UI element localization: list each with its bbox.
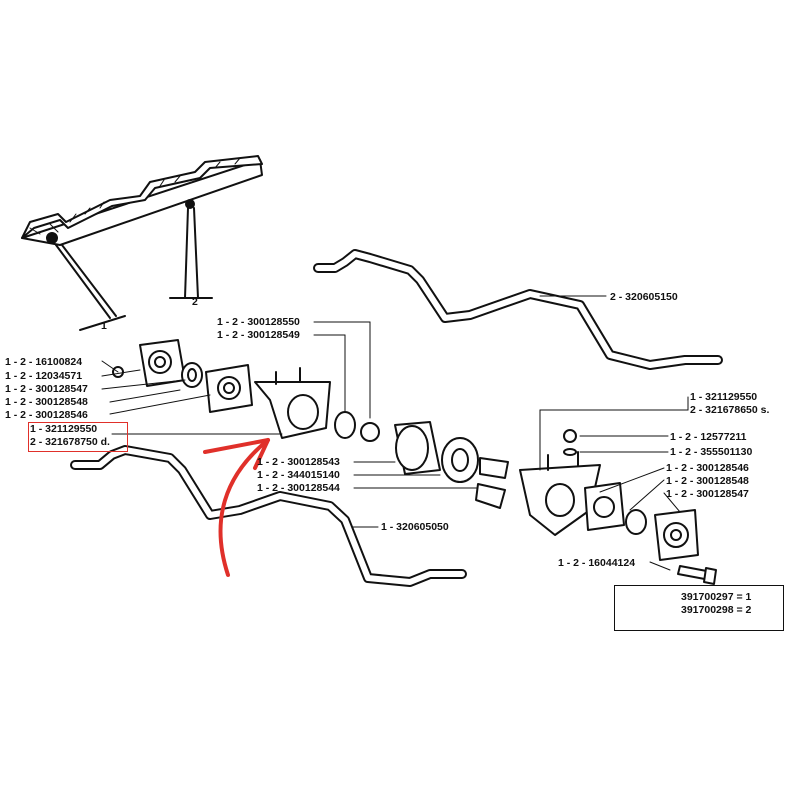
kit-legend-box: 391700297 = 1 391700298 = 2	[614, 585, 784, 631]
center-label-1: 1 - 2 - 300128543	[257, 456, 340, 468]
left-bearing-ring	[181, 362, 203, 388]
top-center-label-2: 1 - 2 - 300128549	[217, 329, 300, 341]
right-small-label-1: 1 - 2 - 12577211	[670, 431, 747, 443]
callout-line-1: 1 - 321129550	[30, 423, 98, 435]
mower-label-1: 1	[101, 320, 107, 332]
bolt	[677, 565, 717, 585]
right-label-1: 1 - 2 - 300128546	[666, 462, 749, 474]
left-label-2: 1 - 2 - 12034571	[5, 370, 83, 382]
kit-legend-line-1: 391700297 = 1	[681, 591, 752, 603]
right-support-bracket	[519, 429, 601, 536]
bolt-label: 1 - 2 - 16044124	[558, 557, 636, 569]
rear-torsion-bar	[313, 249, 723, 370]
left-label-5: 1 - 2 - 300128546	[5, 409, 88, 421]
right-small-label-2: 1 - 2 - 355501130	[670, 446, 753, 458]
center-label-3: 1 - 2 - 300128544	[257, 482, 340, 494]
left-flange-plate	[205, 364, 253, 413]
leader-lines	[101, 295, 689, 571]
front-torsion-bar	[70, 445, 467, 587]
left-flange-bearing	[139, 339, 186, 387]
left-label-3: 1 - 2 - 300128547	[5, 383, 88, 395]
right-flange-bearing	[584, 482, 699, 561]
center-label-2: 1 - 2 - 344015140	[257, 469, 340, 481]
right-label-2: 1 - 2 - 300128548	[666, 475, 749, 487]
highlighted-callout-box	[28, 422, 128, 452]
kit-legend-line-2: 391700298 = 2	[681, 604, 752, 616]
top-center-label-1: 1 - 2 - 300128550	[217, 316, 300, 328]
right-bracket-line-1: 1 - 321129550	[690, 391, 758, 403]
mower-sketch	[21, 155, 263, 331]
center-bushing-assembly	[334, 411, 509, 509]
mower-label-2: 2	[192, 296, 198, 308]
highlight-arrow	[203, 438, 270, 577]
callout-line-2: 2 - 321678750 d.	[30, 436, 110, 448]
right-bracket-line-2: 2 - 321678650 s.	[690, 404, 770, 416]
rear-bar-label: 2 - 320605150	[610, 291, 678, 303]
right-label-3: 1 - 2 - 300128547	[666, 488, 749, 500]
left-label-4: 1 - 2 - 300128548	[5, 396, 88, 408]
front-bar-label: 1 - 320605050	[381, 521, 449, 533]
left-label-1: 1 - 2 - 16100824	[5, 356, 83, 368]
left-support-bracket	[254, 367, 331, 439]
